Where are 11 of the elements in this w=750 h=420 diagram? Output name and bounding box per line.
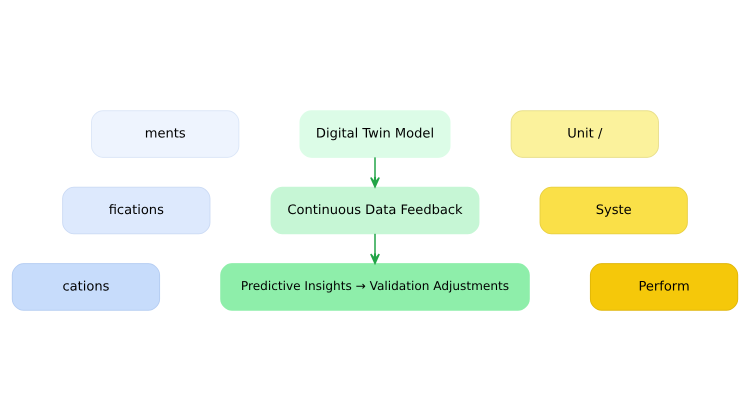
node-box: Continuous Data Feedback — [270, 186, 480, 234]
arrow — [370, 233, 380, 264]
node-box: Digital Twin Model — [299, 110, 451, 158]
node-box: fications — [62, 186, 210, 234]
node-box: Predictive Insights → Validation Adjustments — [220, 262, 530, 310]
node-box: ments — [91, 110, 240, 158]
node-box: cations — [12, 262, 160, 310]
node-box: Perform — [590, 262, 738, 310]
node-box: Unit / — [510, 110, 659, 158]
arrow — [370, 156, 380, 188]
node-box: Syste — [540, 186, 688, 234]
